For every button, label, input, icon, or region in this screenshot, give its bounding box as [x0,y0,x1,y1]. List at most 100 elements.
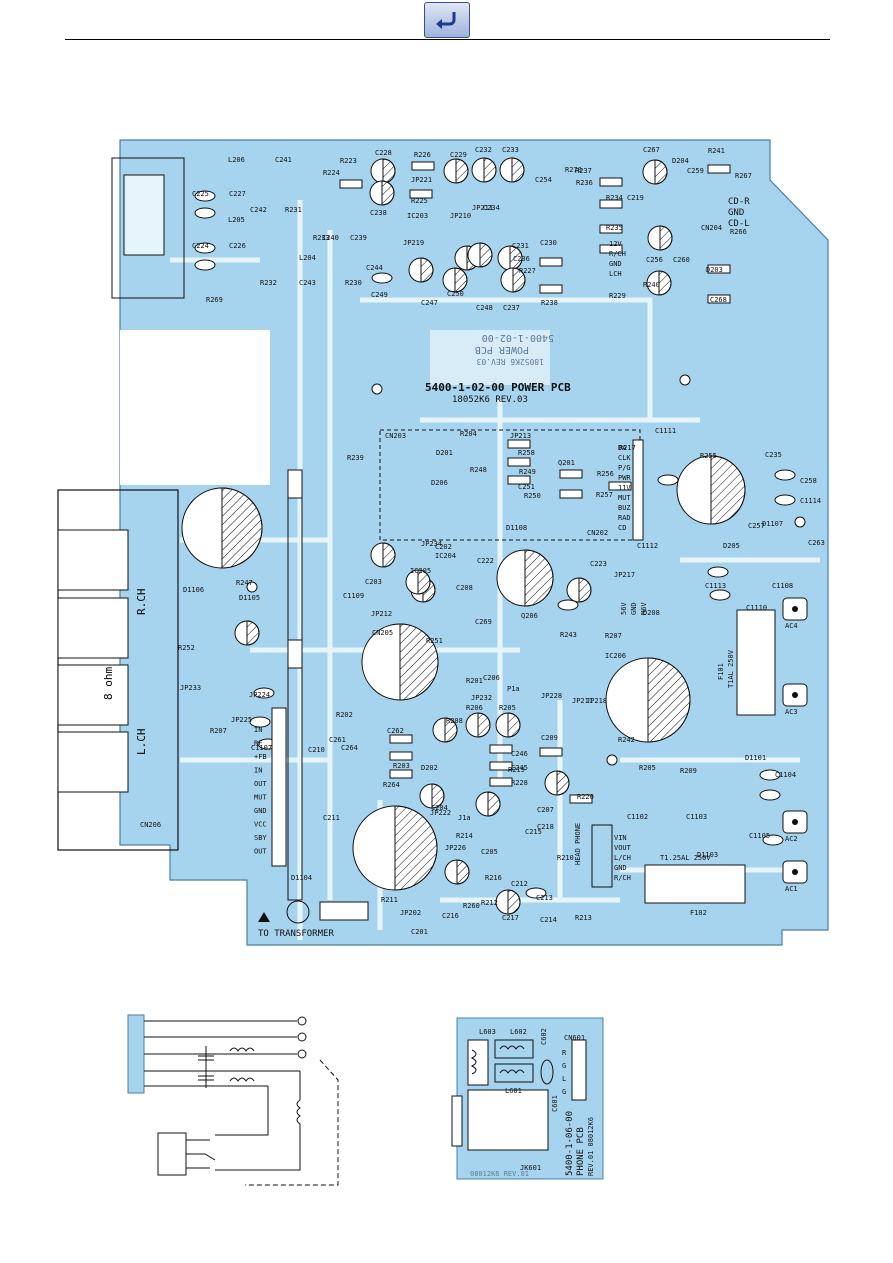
part-label: C213 [536,894,553,902]
part-label: JP226 [445,844,466,852]
small-capacitor [500,267,526,293]
cn203-pin-label: 12V [609,240,622,248]
part-label: R233 [313,234,330,242]
part-label: IC206 [605,652,626,660]
fuse-f101: T1AL 250V F101 [717,609,776,716]
cn205-pin-label: M6V [640,602,648,615]
ceramic-capacitor [371,272,393,284]
electrolytic-capacitor [361,623,439,701]
part-label: C217 [502,914,519,922]
mirror-sub: POWER PCB [475,344,529,355]
electrolytic-capacitor [605,657,691,743]
ic201-pin-label: VCC [254,821,267,829]
part-label: C235 [765,451,782,459]
ceramic-capacitor [759,789,781,801]
resistors [194,161,796,899]
part-label: C231 [512,242,529,250]
part-label: C1113 [705,582,726,590]
cn202-pin-label: DA [618,444,627,452]
resistor [599,244,623,254]
resistor [389,734,413,744]
cn201-pin-label: VIN [614,834,627,842]
small-capacitor [408,257,434,283]
part-label: C234 [483,204,500,212]
part-label: IC204 [435,552,456,560]
part-label: C203 [365,578,382,586]
part-label: R202 [336,711,353,719]
cn205-pin-label: 56V [620,602,628,615]
part-label: C202 [435,543,452,551]
back-button[interactable] [424,2,470,38]
part-label: Q206 [521,612,538,620]
cn201-pin-label: VOUT [614,844,632,852]
resistor [507,457,531,467]
cd-pin-label: CD-L [728,219,750,229]
part-label: R247 [236,579,253,587]
part-label: C1105 [749,832,770,840]
part-label: R205 [499,704,516,712]
part-label: C268 [710,296,727,304]
part-label: R251 [426,637,443,645]
part-label: C257 [748,522,765,530]
part-label: R216 [485,874,502,882]
part-label: CN205 [372,629,393,637]
mirror-label-panel [430,330,550,385]
part-label: R256 [597,470,614,478]
part-label: C247 [421,299,438,307]
part-label: R234 [606,194,623,202]
part-label: C259 [687,167,704,175]
part-label: CN202 [587,529,608,537]
resistor [489,777,513,787]
part-label: C240 [322,234,339,242]
cn205-pin-label: GND [630,602,638,615]
cn202-header [632,439,644,541]
small-capacitor [495,889,521,915]
part-label: C1108 [772,582,793,590]
part-label: R206 [466,704,483,712]
part-label: C239 [350,234,367,242]
phone-title-2: PHONE PCB [576,1127,586,1176]
resistor [569,794,593,804]
part-label: C226 [229,242,246,250]
part-label: P1a [507,685,520,693]
ic201-pin-label: IN [254,726,262,734]
part-label: D201 [436,449,453,457]
part-label: R264 [383,781,400,789]
small-capacitor [499,157,525,183]
part-label: R225 [411,197,428,205]
phone-pcb: L603 L602 C602 CN601 L601 C601 JK601 RGL… [451,1017,604,1180]
part-label: C218 [537,823,554,831]
part-label: R266 [730,228,747,236]
ceramic-capacitor [707,566,729,578]
resistor [389,751,413,761]
part-label: R267 [735,172,752,180]
part-label: D204 [672,157,689,165]
part-label: C201 [411,928,428,936]
small-capacitor [647,225,673,251]
part-label: C269 [475,618,492,626]
small-capacitor [497,245,523,271]
ceramic-capacitor [709,589,731,601]
part-label: D1108 [506,524,527,532]
part-label: C258 [800,477,817,485]
resistor [539,747,563,757]
part-label: L206 [228,156,245,164]
speaker-connector: R.CH L.CH 8 ohm CN206 [57,489,179,851]
part-label: C1104 [775,771,796,779]
part-label: JP234 [421,540,442,548]
resistor [539,257,563,267]
part-label: R258 [518,449,535,457]
part-label: JP228 [541,692,562,700]
part-label: D1105 [239,594,260,602]
phone-jk601: JK601 [520,1164,541,1172]
part-label: C1109 [343,592,364,600]
part-label: C210 [308,746,325,754]
part-label: C1107 [251,744,272,752]
resistor [409,189,433,199]
small-capacitor [566,577,592,603]
fuse2-rating: T1.25AL 250V [660,854,711,862]
electrolytic-capacitor [496,549,554,607]
